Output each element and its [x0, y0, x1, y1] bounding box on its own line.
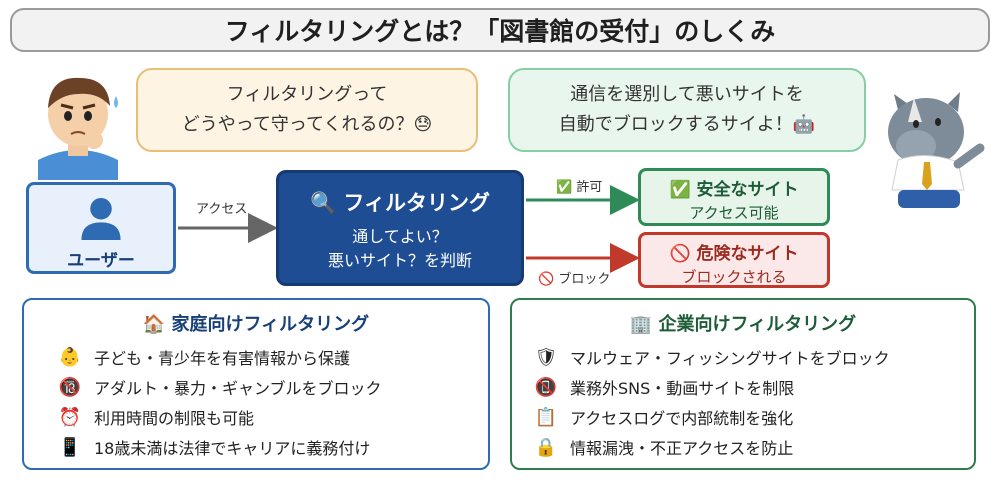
- no-under-18-icon: 🔞: [58, 376, 82, 398]
- user-node: ユーザー: [26, 182, 176, 274]
- list-item-text: 子ども・青少年を有害情報から保護: [94, 349, 351, 368]
- filtering-node: 🔍 フィルタリング 通してよい？ 悪いサイト？を判断: [276, 170, 524, 286]
- clipboard-icon: 📋: [534, 406, 558, 428]
- panel-title: 🏢 企業向けフィルタリング: [629, 314, 857, 335]
- rhino-answer-bubble: 通信を選別して悪いサイトを 自動でブロックするサイよ！🤖: [508, 68, 866, 152]
- shield-icon: 🛡: [534, 346, 558, 368]
- filtering-title: 🔍 フィルタリング: [309, 191, 491, 215]
- list-item: 📋 アクセスログで内部統制を強化: [512, 402, 974, 432]
- danger-site-sub: ブロックされる: [681, 268, 787, 286]
- list-item-text: 利用時間の制限も可能: [94, 409, 255, 428]
- safe-site-node: ✅ 安全なサイト アクセス可能: [638, 168, 830, 226]
- block-label: 🚫 ブロック: [538, 272, 611, 287]
- safe-site-title: ✅ 安全なサイト: [669, 180, 799, 200]
- bubble-line: 自動でブロックするサイよ！🤖: [558, 114, 816, 135]
- list-item: 🔞 アダルト・暴力・ギャンブルをブロック: [24, 372, 488, 402]
- user-label: ユーザー: [67, 251, 135, 271]
- panel-title: 🏠 家庭向けフィルタリング: [142, 314, 370, 335]
- bubble-line: フィルタリングって: [226, 84, 388, 105]
- list-item-text: 18歳未満は法律でキャリアに義務付け: [94, 439, 371, 458]
- list-item-text: アクセスログで内部統制を強化: [570, 409, 794, 428]
- alarm-clock-icon: ⏰: [58, 406, 82, 428]
- list-item: 📵 業務外SNS・動画サイトを制限: [512, 372, 974, 402]
- bubble-line: 通信を選別して悪いサイトを: [570, 84, 804, 105]
- home-feature-list: 👶 子ども・青少年を有害情報から保護 🔞 アダルト・暴力・ギャンブルをブロック ⏰ 利…: [24, 342, 488, 462]
- filtering-question: 通してよい？: [352, 227, 448, 246]
- person-icon: [81, 197, 121, 241]
- lock-icon: 🔒: [534, 436, 558, 458]
- list-item: 🛡 マルウェア・フィッシングサイトをブロック: [512, 342, 974, 372]
- danger-site-node: 🚫 危険なサイト ブロックされる: [638, 232, 830, 288]
- page-title: フィルタリングとは？「図書館の受付」のしくみ: [10, 8, 990, 52]
- business-feature-list: 🛡 マルウェア・フィッシングサイトをブロック 📵 業務外SNS・動画サイトを制限 📋…: [512, 342, 974, 462]
- list-item: ⏰ 利用時間の制限も可能: [24, 402, 488, 432]
- danger-site-title: 🚫 危険なサイト: [669, 244, 799, 264]
- list-item-text: 業務外SNS・動画サイトを制限: [570, 379, 795, 398]
- list-item: 📱 18歳未満は法律でキャリアに義務付け: [24, 432, 488, 462]
- access-label: アクセス: [196, 202, 248, 217]
- filtering-question: 悪いサイト？を判断: [327, 251, 472, 270]
- mobile-phone-icon: 📱: [58, 436, 82, 458]
- no-mobile-icon: 📵: [534, 376, 558, 398]
- rhino-character-illustration: [888, 92, 985, 208]
- business-filtering-panel: 🏢 企業向けフィルタリング 🛡 マルウェア・フィッシングサイトをブロック 📵 業務外…: [510, 298, 976, 470]
- bubble-line: どうやって守ってくれるの？😓: [181, 114, 433, 135]
- safe-site-sub: アクセス可能: [689, 204, 779, 222]
- home-filtering-panel: 🏠 家庭向けフィルタリング 👶 子ども・青少年を有害情報から保護 🔞 アダルト・暴力…: [22, 298, 490, 470]
- list-item-text: マルウェア・フィッシングサイトをブロック: [570, 349, 890, 368]
- baby-icon: 👶: [58, 346, 82, 368]
- list-item-text: アダルト・暴力・ギャンブルをブロック: [94, 379, 382, 398]
- boy-character-illustration: [38, 77, 118, 180]
- list-item: 🔒 情報漏洩・不正アクセスを防止: [512, 432, 974, 462]
- list-item-text: 情報漏洩・不正アクセスを防止: [570, 439, 794, 458]
- boy-question-bubble: フィルタリングって どうやって守ってくれるの？😓: [136, 68, 478, 152]
- list-item: 👶 子ども・青少年を有害情報から保護: [24, 342, 488, 372]
- allow-label: ✅ 許可: [556, 180, 603, 195]
